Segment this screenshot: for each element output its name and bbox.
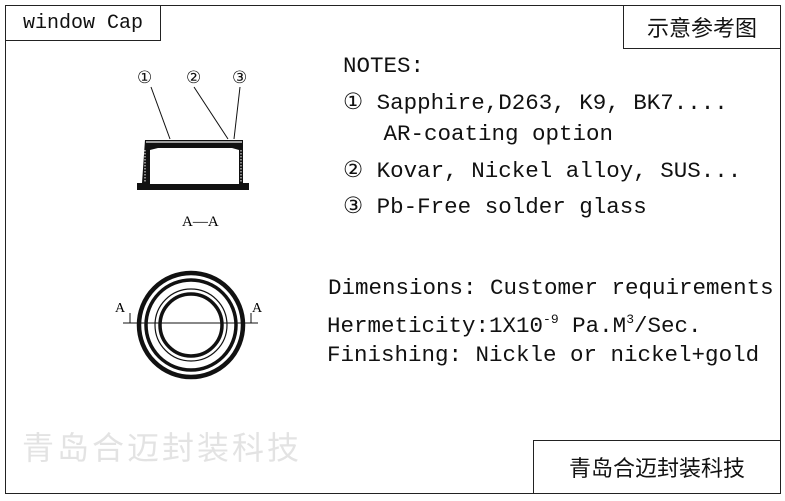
hermeticity-unit: Pa.M [572,313,627,339]
note-item-3: ③ Pb-Free solder glass [343,194,647,220]
callout-2: ② [186,68,201,87]
cap-top-view [123,270,258,380]
note-item-1: ① Sapphire,D263, K9, BK7.... [343,90,728,116]
spec-dimensions: Dimensions: Customer requirements [328,275,774,301]
hermeticity-suffix: /Sec. [634,313,702,339]
drawing-frame [5,5,781,494]
reference-label: 示意参考图 [623,5,781,49]
section-label: A—A [182,214,219,230]
note-item-1-sub: AR-coating option [343,121,614,147]
section-mark-left: A [115,301,126,316]
section-mark-right: A [252,301,263,316]
drawing-title: window Cap [5,5,161,41]
watermark: 青岛合迈封装科技 [22,429,303,467]
hermeticity-exponent: -9 [543,312,559,327]
cap-section-view [137,140,249,190]
callout-3: ③ [232,68,247,87]
hermeticity-value: Hermeticity:1X10 [327,313,544,339]
hermeticity-unit-exponent: 3 [626,312,634,327]
leader-lines [150,86,241,140]
spec-hermeticity: Hermeticity:1X10-9 Pa.M3/Sec. [327,313,702,338]
notes-heading: NOTES: [343,53,425,79]
note-item-2: ② Kovar, Nickel alloy, SUS... [343,158,742,184]
company-name: 青岛合迈封装科技 [533,440,781,494]
spec-finishing: Finishing: Nickle or nickel+gold [327,342,760,368]
callout-1: ① [137,68,152,87]
